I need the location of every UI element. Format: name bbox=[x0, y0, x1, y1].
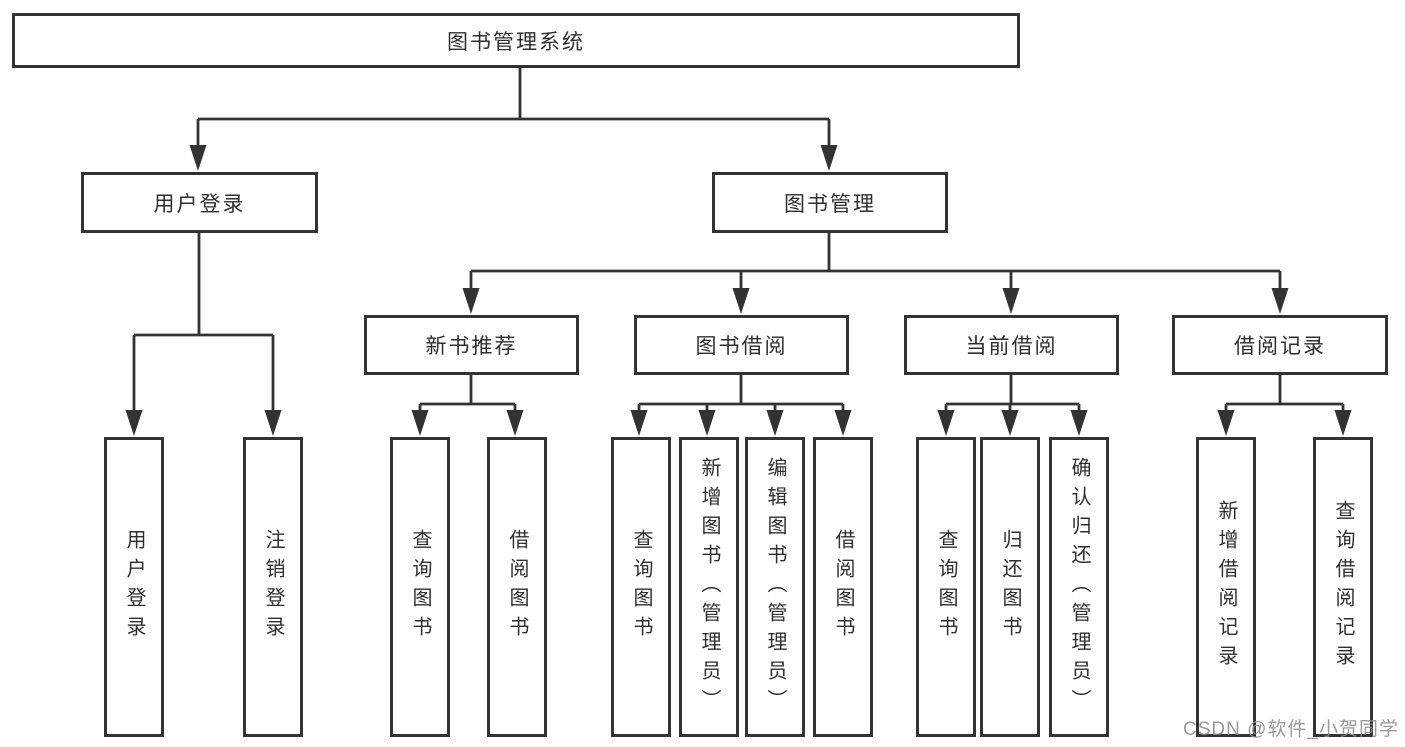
node-book-borrow-label: 图书借阅 bbox=[695, 335, 788, 358]
arrowhead-icon bbox=[766, 410, 784, 436]
arrowhead-icon bbox=[937, 410, 955, 436]
leaf-user-login-label: 用户登录 bbox=[123, 529, 145, 645]
leaf-borrow-books: 借阅图书 bbox=[813, 437, 873, 737]
node-borrow-records: 借阅记录 bbox=[1172, 315, 1388, 375]
leaf-edit-book-admin-label: 编辑图书（管理员） bbox=[764, 456, 786, 718]
arrowhead-icon bbox=[462, 288, 480, 314]
arrowhead-icon bbox=[1217, 410, 1235, 436]
node-user-login-label: 用户登录 bbox=[153, 192, 246, 216]
leaf-add-borrow-record: 新增借阅记录 bbox=[1196, 437, 1256, 737]
arrowhead-icon bbox=[264, 410, 282, 436]
arrowhead-icon bbox=[411, 410, 429, 436]
arrowhead-icon bbox=[820, 145, 838, 171]
arrowhead-icon bbox=[1001, 410, 1019, 436]
connector-user-login-split bbox=[125, 233, 282, 436]
connector-new-book-split bbox=[411, 375, 524, 436]
arrowhead-icon bbox=[1271, 288, 1289, 314]
node-root-label: 图书管理系统 bbox=[447, 30, 585, 54]
leaf-query-borrow-record: 查询借阅记录 bbox=[1313, 437, 1373, 737]
leaf-add-book-admin-label: 新增图书（管理员） bbox=[698, 456, 720, 718]
node-borrow-records-label: 借阅记录 bbox=[1234, 335, 1326, 358]
node-new-book-recommend: 新书推荐 bbox=[364, 315, 579, 375]
connector-book-borrow-split bbox=[630, 375, 852, 436]
leaf-return-books-label: 归还图书 bbox=[999, 529, 1021, 645]
node-book-management: 图书管理 bbox=[712, 172, 948, 233]
arrowhead-icon bbox=[1002, 288, 1020, 314]
arrowhead-icon bbox=[630, 410, 648, 436]
leaf-query-books-recommend-label: 查询图书 bbox=[409, 529, 431, 645]
leaf-add-book-admin: 新增图书（管理员） bbox=[679, 437, 739, 737]
leaf-logout-label: 注销登录 bbox=[262, 529, 284, 645]
connector-borrow-records-split bbox=[1217, 375, 1352, 436]
node-user-login: 用户登录 bbox=[81, 172, 318, 233]
node-current-borrow: 当前借阅 bbox=[904, 315, 1119, 375]
node-book-management-label: 图书管理 bbox=[784, 192, 876, 216]
arrowhead-icon bbox=[698, 410, 716, 436]
arrowhead-icon bbox=[732, 288, 750, 314]
leaf-query-books-borrow: 查询图书 bbox=[611, 437, 671, 737]
connector-current-borrow-split bbox=[937, 375, 1088, 436]
leaf-query-borrow-record-label: 查询借阅记录 bbox=[1332, 500, 1354, 674]
connector-book-management-split bbox=[462, 233, 1289, 314]
arrowhead-icon bbox=[1070, 410, 1088, 436]
node-root: 图书管理系统 bbox=[12, 13, 1020, 68]
leaf-user-login: 用户登录 bbox=[104, 437, 164, 737]
node-current-borrow-label: 当前借阅 bbox=[965, 335, 1058, 358]
node-new-book-recommend-label: 新书推荐 bbox=[425, 335, 518, 358]
arrowhead-icon bbox=[506, 410, 524, 436]
connector-root-split bbox=[189, 68, 838, 171]
arrowhead-icon bbox=[834, 410, 852, 436]
leaf-return-books: 归还图书 bbox=[980, 437, 1040, 737]
leaf-confirm-return-admin: 确认归还（管理员） bbox=[1049, 437, 1109, 737]
leaf-borrow-books-label: 借阅图书 bbox=[832, 529, 854, 645]
leaf-add-borrow-record-label: 新增借阅记录 bbox=[1215, 500, 1237, 674]
node-book-borrow: 图书借阅 bbox=[634, 315, 849, 375]
leaf-borrow-books-recommend-label: 借阅图书 bbox=[506, 529, 528, 645]
arrowhead-icon bbox=[125, 410, 143, 436]
arrowhead-icon bbox=[189, 145, 207, 171]
arrowhead-icon bbox=[1334, 410, 1352, 436]
leaf-query-books-current-label: 查询图书 bbox=[935, 529, 957, 645]
leaf-confirm-return-admin-label: 确认归还（管理员） bbox=[1068, 456, 1090, 718]
leaf-query-books-borrow-label: 查询图书 bbox=[630, 529, 652, 645]
csdn-watermark: CSDN @软件_小贺同学 bbox=[1183, 719, 1399, 740]
leaf-query-books-recommend: 查询图书 bbox=[390, 437, 450, 737]
leaf-edit-book-admin: 编辑图书（管理员） bbox=[745, 437, 805, 737]
leaf-logout: 注销登录 bbox=[243, 437, 303, 737]
leaf-borrow-books-recommend: 借阅图书 bbox=[487, 437, 547, 737]
leaf-query-books-current: 查询图书 bbox=[916, 437, 976, 737]
